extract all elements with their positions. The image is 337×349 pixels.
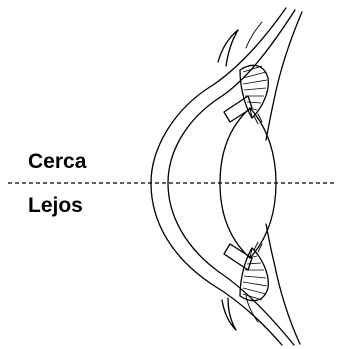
cornea-outer-surface [151, 85, 213, 285]
lower-sclera-inner-outline [219, 272, 294, 345]
upper-sclera-inner-outline [219, 10, 295, 98]
near-label: Cerca [28, 150, 87, 173]
upper-eyelid-fold [218, 30, 238, 66]
upper-back-wall [266, 12, 302, 140]
far-label: Lejos [28, 194, 83, 217]
lower-back-wall [266, 224, 300, 344]
ciliary-body-lower [240, 248, 268, 301]
upper-fold-line [246, 22, 262, 48]
cornea-inner-surface [168, 98, 219, 272]
ciliary-body-upper [240, 65, 268, 118]
lower-eyelid-fold [222, 298, 236, 330]
